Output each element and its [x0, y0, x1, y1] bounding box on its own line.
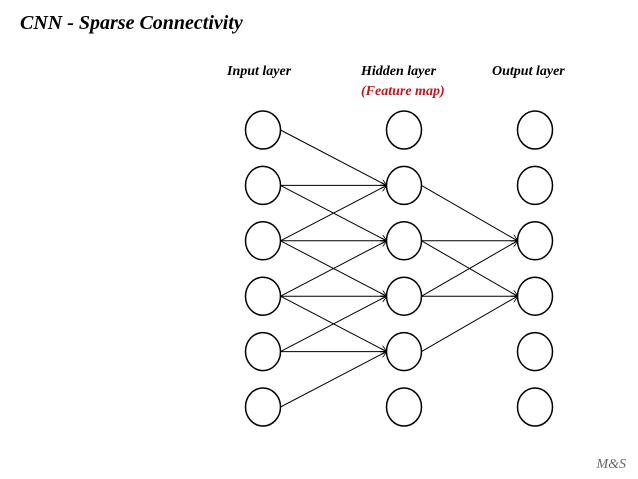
edge-hidden5-output4 [421, 296, 518, 353]
output-node-5 [516, 331, 554, 372]
edge-input5-hidden4 [280, 296, 387, 353]
hidden-node-5 [385, 331, 423, 372]
output-node-6 [516, 387, 554, 427]
input-node-6 [244, 387, 282, 427]
edge-input1-hidden2 [280, 129, 387, 185]
footer-credit: M&S [596, 457, 626, 472]
input-node-3 [244, 221, 282, 261]
hidden-node-4 [385, 276, 423, 316]
edge-input3-hidden2 [280, 185, 387, 242]
output-layer-label: Output layer [492, 64, 565, 79]
feature-map-label: (Feature map) [361, 84, 445, 99]
output-node-1 [516, 110, 554, 150]
connections-group [280, 129, 518, 408]
input-node-2 [244, 165, 282, 206]
edge-input6-hidden5 [280, 352, 387, 408]
slide-title: CNN - Sparse Connectivity [20, 12, 243, 34]
hidden-node-6 [385, 387, 423, 427]
input-node-5 [244, 331, 282, 372]
input-layer-label: Input layer [227, 64, 292, 79]
edge-hidden4-output3 [421, 241, 518, 297]
hidden-layer-label: Hidden layer [361, 64, 437, 79]
hidden-node-2 [385, 165, 423, 206]
edge-hidden2-output3 [421, 184, 518, 240]
edge-input4-hidden3 [280, 241, 387, 297]
output-node-3 [516, 221, 554, 261]
hidden-node-1 [385, 110, 423, 150]
output-node-4 [516, 276, 554, 316]
output-node-2 [516, 165, 554, 206]
input-node-4 [244, 276, 282, 316]
nodes-group [244, 110, 554, 427]
hidden-node-3 [385, 221, 423, 261]
input-node-1 [244, 110, 282, 150]
